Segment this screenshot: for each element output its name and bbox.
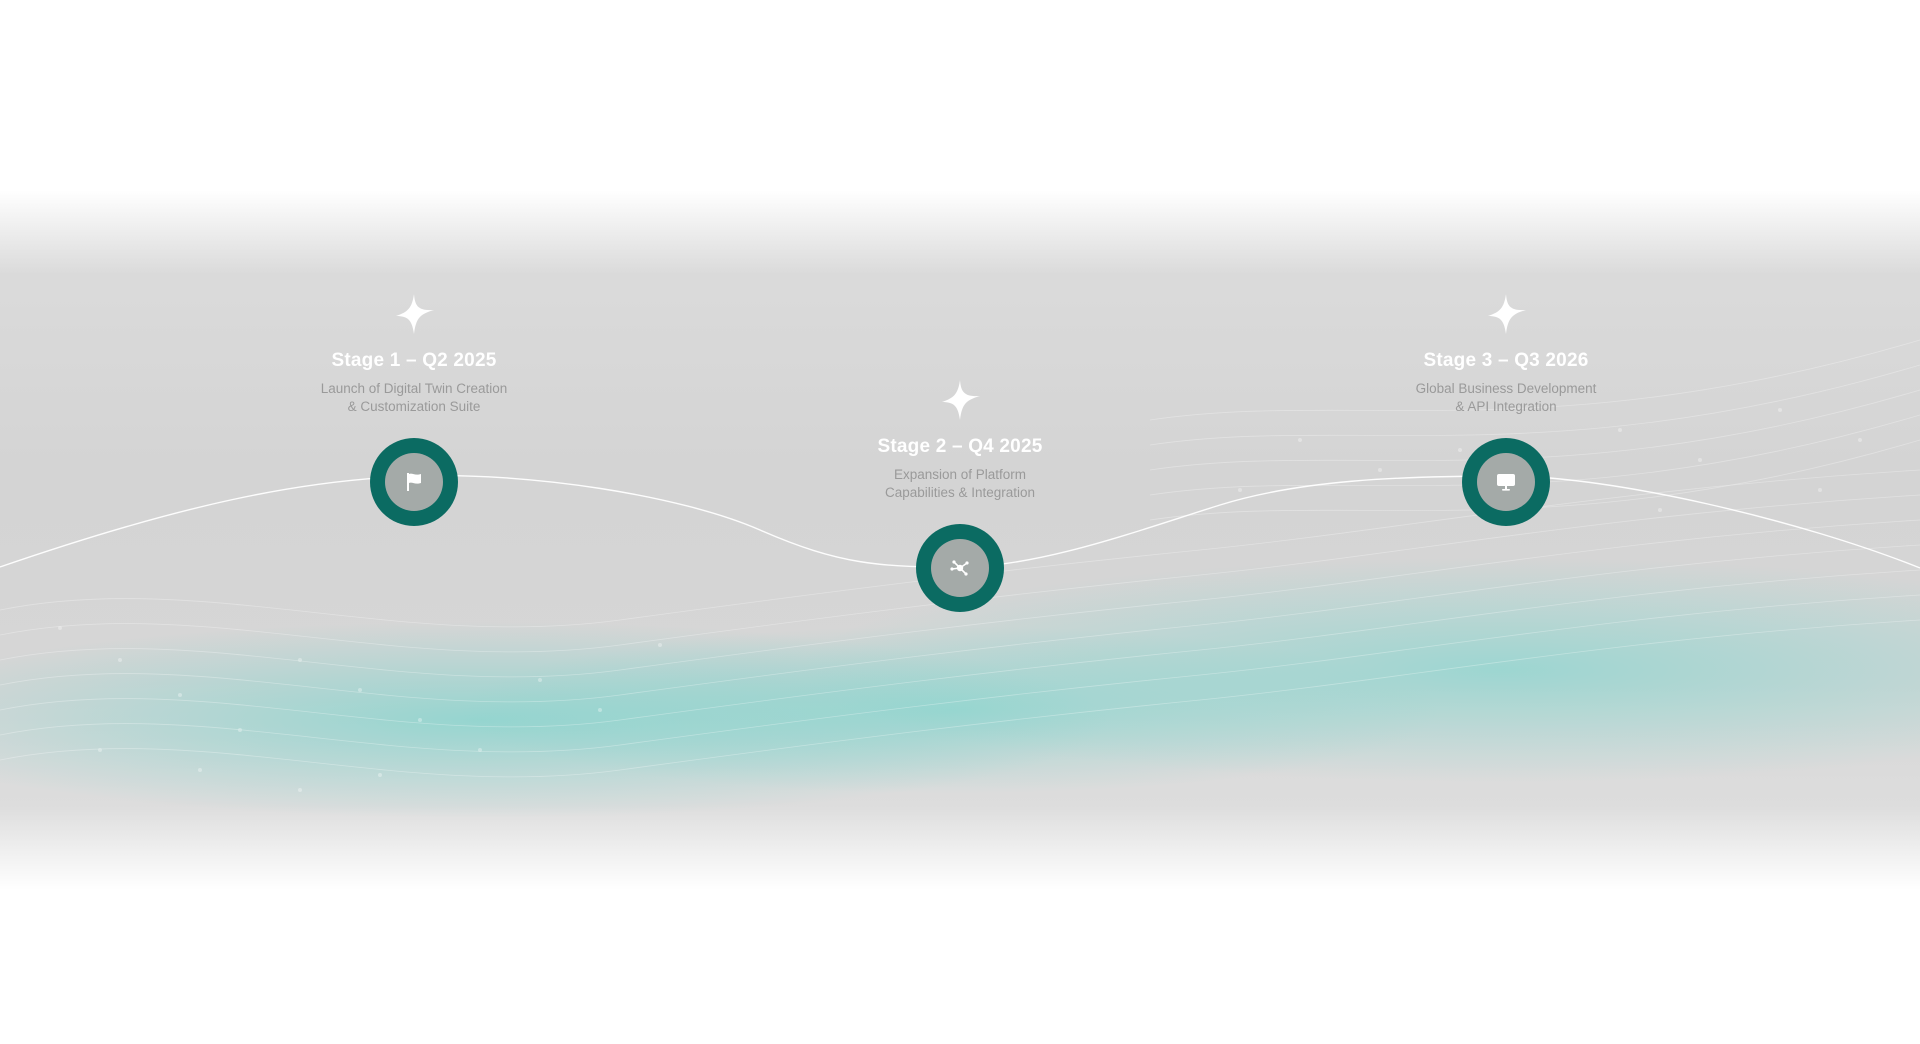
sparkle-icon [1488,294,1526,334]
stage-description-line-2: & Customization Suite [347,399,481,414]
stage-description-line-2: & API Integration [1455,399,1557,414]
node-center [1477,453,1535,511]
stage-3: Stage 3 – Q3 2026 Global Business Develo… [1376,292,1636,416]
stage-2: Stage 2 – Q4 2025 Expansion of Platform … [830,378,1090,502]
stage-description: Expansion of Platform Capabilities & Int… [830,466,1090,502]
node-center [385,453,443,511]
stage-3-node[interactable] [1462,438,1550,526]
stage-title: Stage 2 – Q4 2025 [877,436,1043,457]
stage-description-line-1: Launch of Digital Twin Creation [320,381,508,396]
monitor-icon [1497,474,1515,491]
stage-description-line-1: Global Business Development [1415,381,1597,396]
sparkle-icon [396,294,434,334]
stage-1-node[interactable] [370,438,458,526]
stage-description-line-1: Expansion of Platform [893,467,1027,482]
flag-icon [407,473,421,491]
stage-description: Global Business Development & API Integr… [1376,380,1636,416]
stage-title: Stage 3 – Q3 2026 [1423,350,1589,371]
stage-title: Stage 1 – Q2 2025 [331,350,497,371]
stage-description-line-2: Capabilities & Integration [884,485,1036,500]
sparkle-icon [942,380,980,420]
stage-2-node[interactable] [916,524,1004,612]
stage-1: Stage 1 – Q2 2025 Launch of Digital Twin… [284,292,544,416]
network-icon [950,560,969,576]
stage-description: Launch of Digital Twin Creation & Custom… [284,380,544,416]
node-center [931,539,989,597]
